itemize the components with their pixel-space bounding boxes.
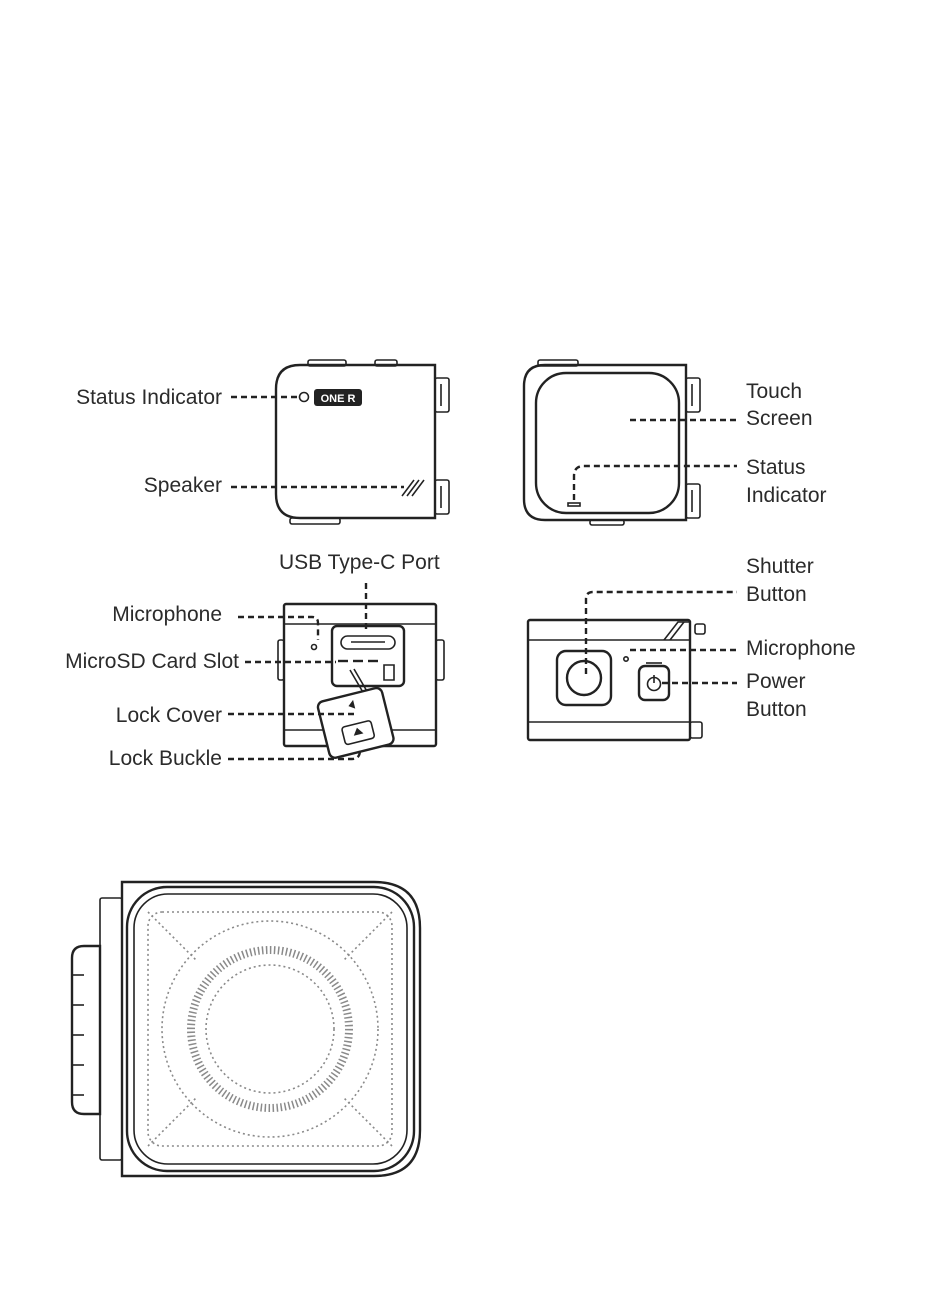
camera-lens-view xyxy=(72,882,420,1176)
camera-bottom-view xyxy=(278,604,444,759)
status-indicator-back-led xyxy=(568,503,580,506)
lens-ring xyxy=(191,950,349,1108)
label-power-1: Power xyxy=(746,670,806,693)
label-usb-port: USB Type-C Port xyxy=(279,551,440,574)
microphone-hole-left xyxy=(312,645,317,650)
label-shutter-1: Shutter xyxy=(746,555,814,578)
label-status-indicator-back-2: Indicator xyxy=(746,484,827,507)
logo-text: ONE R xyxy=(321,393,356,405)
microsd-card-slot xyxy=(338,661,394,680)
camera-back-view xyxy=(524,360,700,525)
speaker-icon xyxy=(402,480,424,496)
label-power-2: Button xyxy=(746,698,807,721)
label-lock-cover: Lock Cover xyxy=(116,704,222,727)
camera-top-view xyxy=(528,620,705,740)
label-speaker: Speaker xyxy=(144,474,222,497)
status-indicator-led xyxy=(300,393,309,402)
label-shutter-2: Button xyxy=(746,583,807,606)
lock-cover xyxy=(317,687,395,759)
label-microsd-slot: MicroSD Card Slot xyxy=(65,650,239,673)
label-microphone-right: Microphone xyxy=(746,637,856,660)
label-touch-screen-1: Touch xyxy=(746,380,802,403)
camera-front-view: ONE R xyxy=(276,360,449,524)
label-microphone-left: Microphone xyxy=(112,603,222,626)
label-lock-buckle: Lock Buckle xyxy=(109,747,222,770)
label-status-indicator-front: Status Indicator xyxy=(76,386,222,409)
label-touch-screen-2: Screen xyxy=(746,407,813,430)
shutter-button xyxy=(557,651,611,705)
microphone-hole-right xyxy=(624,657,628,661)
label-status-indicator-back-1: Status xyxy=(746,456,806,479)
